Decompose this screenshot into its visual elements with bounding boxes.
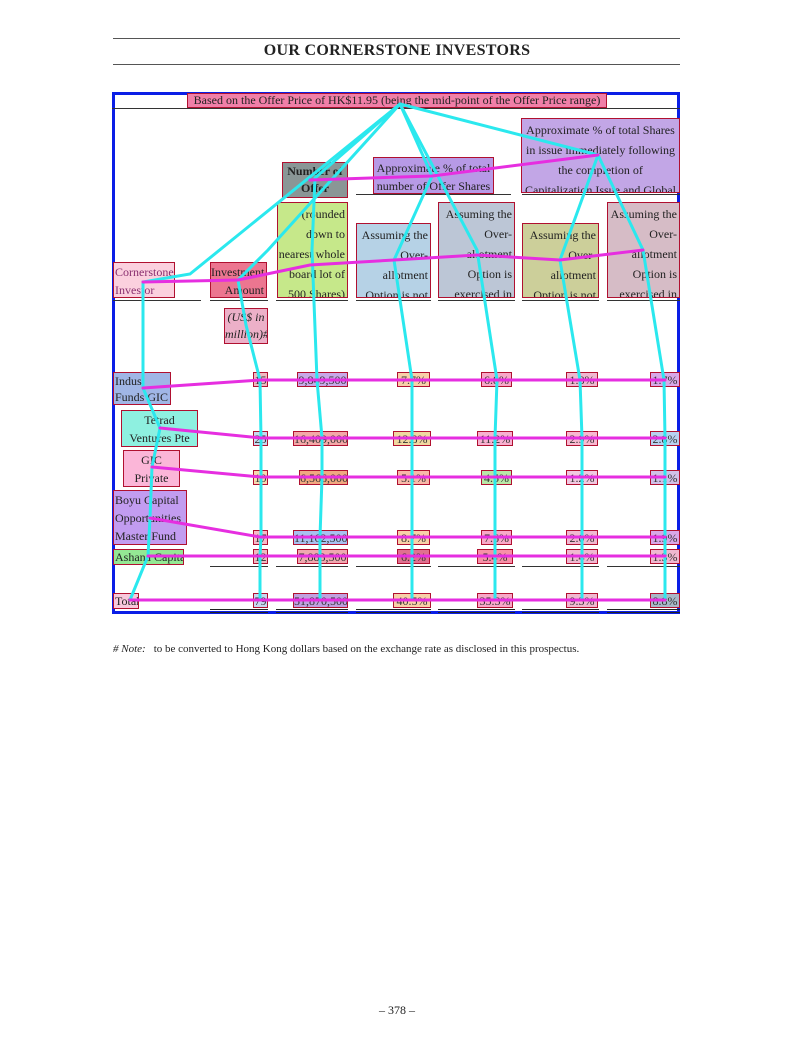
header-rule-issue-no	[522, 300, 599, 301]
total-rule-issue-no	[522, 609, 599, 613]
total-rule-offer-no	[356, 609, 431, 613]
header-rule-offer-full	[438, 300, 515, 301]
investor-header: Cornerstone Investor	[113, 262, 175, 298]
subtotal-rule-amount	[210, 566, 268, 567]
header-top-rule	[113, 38, 680, 39]
cyan-link-amount-col	[236, 102, 402, 602]
header-rule-offer-no	[356, 300, 431, 301]
footnote-text: to be converted to Hong Kong dollars bas…	[153, 643, 580, 655]
header-bottom-rule	[113, 64, 680, 65]
offer-group-rule	[356, 194, 511, 195]
header-rule-issue-full	[607, 300, 680, 301]
footnote-label: # Note:	[113, 643, 146, 655]
group-issue-header: Approximate % of total Shares in issue i…	[521, 118, 680, 193]
investor-name-row-2: Tetrad Ventures Pte Ltd	[121, 410, 198, 447]
magenta-link-row-1	[141, 378, 667, 390]
subtotal-rule-issue-full	[607, 566, 680, 567]
header-rule-investor	[113, 300, 201, 301]
cyan-link-issue-no-col	[558, 153, 600, 602]
total-rule-issue-full	[607, 609, 680, 613]
issue-group-rule	[522, 194, 680, 195]
header-rule-shares	[276, 300, 348, 301]
magenta-link-row-4	[148, 516, 667, 539]
magenta-link-row-2	[158, 426, 667, 440]
total-rule-amount	[210, 609, 268, 613]
magenta-link-group-row	[308, 153, 600, 182]
subtotal-rule-issue-no	[522, 566, 599, 567]
page-title: OUR CORNERSTONE INVESTORS	[263, 42, 531, 59]
total-rule-shares	[276, 609, 348, 613]
subtotal-rule-offer-full	[438, 566, 515, 567]
shares-sub-header: (rounded down to nearest whole board lot…	[277, 202, 348, 298]
footnote: # Note: to be converted to Hong Kong doll…	[113, 643, 579, 655]
magenta-link-row-3	[150, 465, 667, 479]
page-number: – 378 –	[379, 1003, 415, 1017]
cyan-link-issue-group	[398, 102, 600, 157]
cyan-link-offer-full-col	[398, 102, 499, 602]
amount-unit-label: (US$ in million)#	[224, 308, 268, 344]
cyan-link-issue-full-col	[596, 153, 667, 602]
header-rule-amount	[210, 300, 268, 301]
total-rule-offer-full	[438, 609, 515, 613]
magenta-link-header-row	[141, 248, 645, 284]
subtotal-rule-offer-no	[356, 566, 431, 567]
subtotal-rule-shares	[276, 566, 348, 567]
